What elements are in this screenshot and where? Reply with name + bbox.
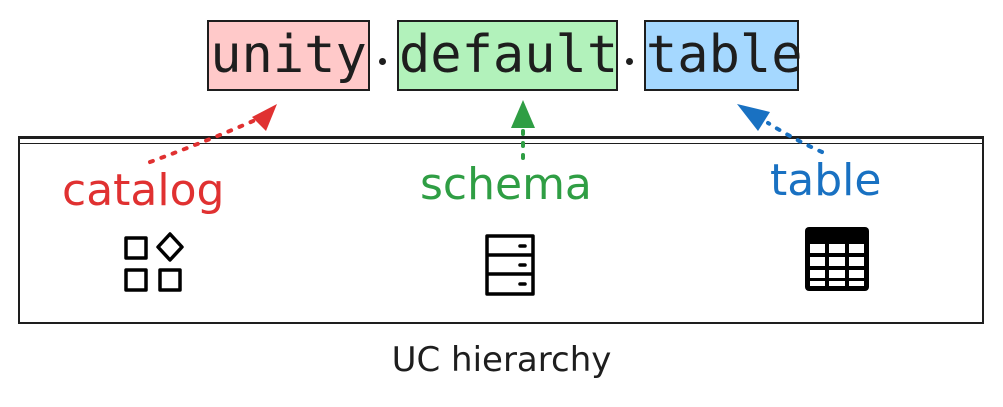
catalog-name-segment: unity [207,20,370,91]
hierarchy-box [18,136,984,324]
schema-server-icon [485,234,535,296]
table-label: table [770,155,882,206]
table-grid-icon [805,227,869,291]
separator-dot [379,58,386,65]
table-name-segment: table [644,20,803,91]
catalog-label: catalog [62,165,225,216]
schema-name-segment: default [397,20,618,91]
fully-qualified-name: unity default table [0,0,1003,110]
separator-dot [626,58,633,65]
schema-label: schema [420,159,592,210]
catalog-grid-icon [124,232,184,292]
diagram-caption: UC hierarchy [391,340,612,380]
